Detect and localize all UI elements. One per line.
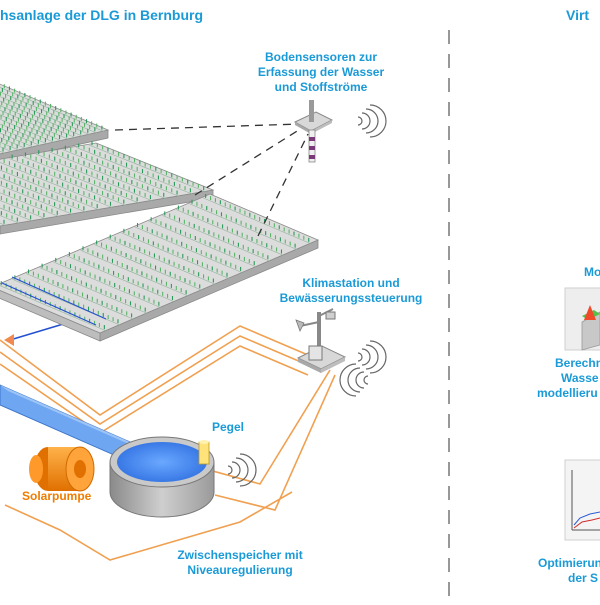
solar-pump-icon: [29, 446, 95, 492]
climate-station-label-line2: Bewässerungssteuerung: [279, 291, 423, 305]
right-title: Virt: [566, 7, 590, 23]
calc-label-line2: Wasse: [561, 371, 599, 385]
soil-sensor-icon: [293, 100, 334, 163]
crop-field: [0, 193, 320, 342]
buffer-tank-icon: [109, 436, 215, 518]
buffer-storage-label-line1: Zwischenspeicher mit: [177, 548, 303, 562]
solar-pump-label: Solarpumpe: [22, 489, 92, 503]
sensor-links: [114, 123, 309, 237]
signal-icon: [357, 104, 387, 138]
crop-field: [0, 83, 110, 163]
buffer-storage-label-line2: Niveauregulierung: [187, 563, 293, 577]
soil-sensor-label-line1: Bodensensoren zur: [264, 50, 378, 64]
opt-label: Optimierun der S: [538, 556, 600, 586]
climate-station-label: Klimastation und Bewässerungssteuerung: [256, 276, 446, 306]
crop-field: [0, 141, 215, 235]
opt-label-line1: Optimierun: [538, 556, 600, 570]
opt-label-line2: der S: [568, 571, 599, 585]
climate-station-icon: [295, 308, 347, 373]
signal-icon: [357, 340, 387, 374]
gauge-label: Pegel: [212, 420, 245, 434]
calc-label-line1: Berechn: [555, 356, 600, 370]
signal-icon: [227, 453, 257, 487]
soil-sensor-label-line2: Erfassung der Wasser: [257, 65, 385, 79]
signal-waves: [227, 104, 387, 487]
soil-sensor-label-line3: und Stoffströme: [274, 80, 368, 94]
buffer-storage-label: Zwischenspeicher mit Niveauregulierung: [160, 548, 320, 578]
valve-icon: [4, 334, 14, 346]
left-title: hsanlage der DLG in Bernburg: [0, 7, 204, 23]
model-label: Mo: [584, 265, 600, 279]
calc-label: Berechn Wasse modellieru: [537, 356, 600, 401]
optimization-box: [564, 459, 600, 541]
right-panel: [564, 287, 600, 541]
soil-sensor-label: Bodensensoren zur Erfassung der Wasser u…: [226, 50, 416, 95]
calc-label-line3: modellieru: [537, 386, 598, 400]
signal-icon: [339, 363, 369, 397]
climate-station-label-line1: Klimastation und: [302, 276, 400, 290]
crop-fields: [0, 83, 320, 342]
